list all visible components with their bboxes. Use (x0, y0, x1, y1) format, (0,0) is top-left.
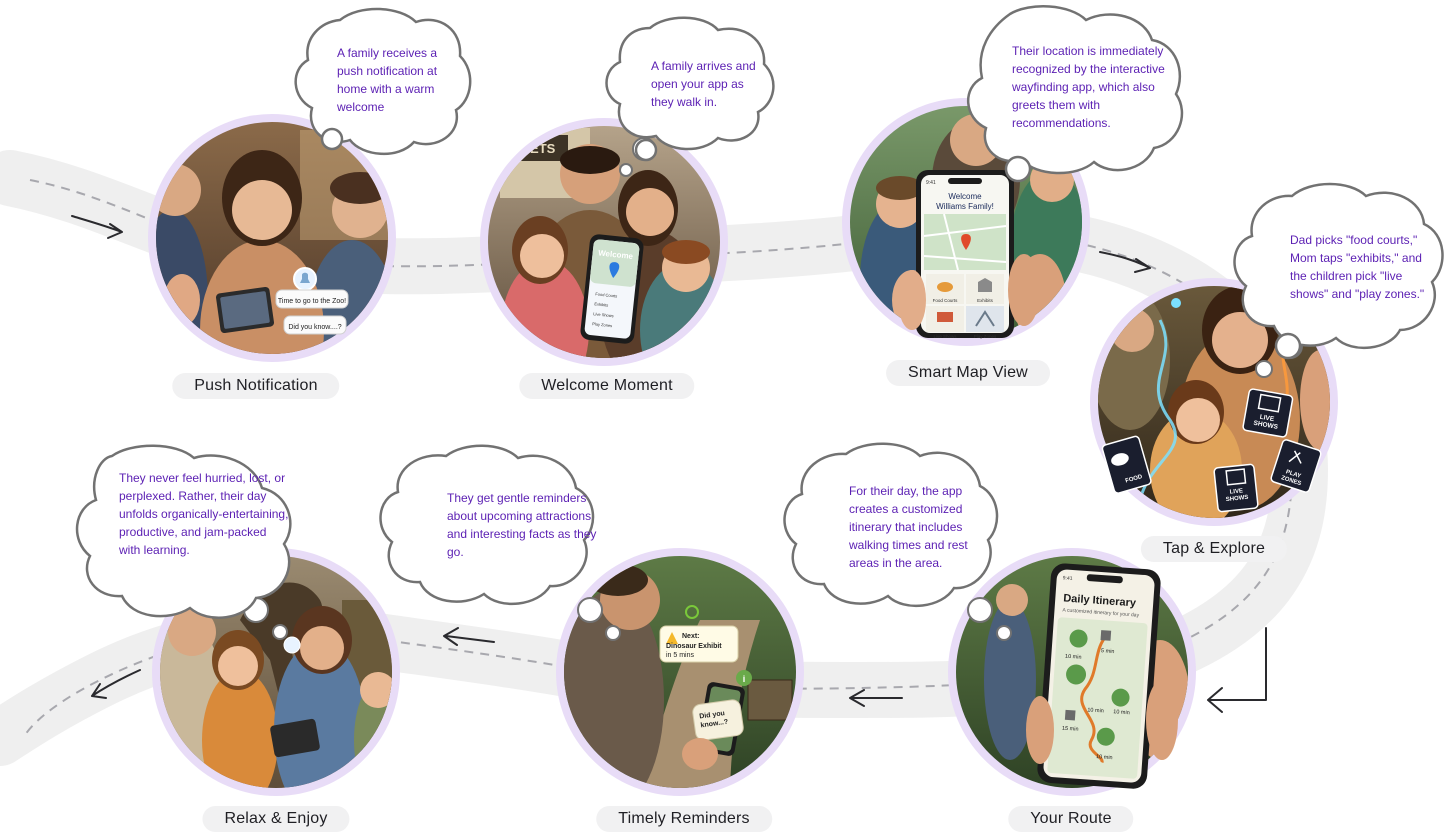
caption-relax-enjoy: They never feel hurried, lost, or perple… (119, 471, 289, 557)
direction-arrow-icon (1207, 627, 1267, 713)
fact-bubble: Did youknow...? (699, 710, 729, 730)
route-time-4: 15 min (1062, 726, 1079, 733)
card-live-shows-a: LIVESHOWS (1253, 413, 1280, 431)
card-live-shows-b: LIVESHOWS (1225, 488, 1249, 503)
caption-timely-reminders: They get gentle reminders about upcoming… (447, 491, 597, 559)
route-time-3: 10 min (1113, 709, 1130, 716)
caption-welcome-moment: A family arrives and open your app as th… (651, 59, 756, 109)
fact-text: Did you know....? (288, 324, 341, 331)
bubble-4-dot (1274, 332, 1302, 360)
info-icon: i (743, 674, 746, 684)
bubble-3 (966, 5, 1184, 175)
bubble-3-dot (1004, 155, 1032, 183)
step-label-welcome-moment: Welcome Moment (519, 373, 695, 399)
direction-arrow-icon (849, 689, 903, 707)
bubble-4 (1233, 182, 1444, 350)
menu-item-food: Food Courts (595, 291, 617, 298)
step-7-illustration (152, 548, 400, 796)
caption-smart-map-view: Their location is immediately recognized… (1012, 44, 1165, 130)
bubble-7 (75, 444, 292, 619)
direction-arrow-icon (1099, 251, 1151, 273)
bubble-1 (294, 7, 472, 156)
bubble-2 (605, 16, 775, 151)
caption-your-route: For their day, the app creates a customi… (849, 484, 968, 570)
tile-exhibits: Exhibits (977, 298, 994, 303)
itinerary-title: Daily Itinerary (1063, 592, 1137, 609)
caption-push-notification: A family receives a push notification at… (337, 46, 438, 114)
welcome-title: Welcome (598, 248, 634, 261)
step-label-relax-enjoy: Relax & Enjoy (202, 806, 350, 832)
caption-tap-explore: Dad picks "food courts," Mom taps "exhib… (1290, 233, 1425, 301)
reminder-exhibit: Dinosaur Exhibit (666, 643, 722, 650)
step-label-tap-explore: Tap & Explore (1140, 536, 1288, 562)
route-time-6: 10 min (1096, 754, 1113, 761)
tile-play-zones: Play Zones (974, 334, 997, 339)
step-5-illustration: 9:41 Daily Itinerary A customized itiner… (948, 548, 1196, 796)
bubble-2-dot (634, 138, 658, 162)
bubble-1-dot (320, 127, 344, 151)
bubble-6 (379, 444, 595, 606)
step-2-illustration: KETS Welcome F (480, 118, 728, 366)
tile-live-shows: Live Shows (933, 334, 957, 339)
menu-item-shows: Live Shows (593, 311, 614, 318)
card-food: FOOD (1125, 474, 1144, 485)
reminder-time: in 5 mins (666, 652, 695, 659)
bubble-5 (783, 442, 999, 608)
step-label-timely-reminders: Timely Reminders (596, 806, 772, 832)
direction-arrow-icon (443, 627, 495, 646)
route-time-1: 5 min (1101, 648, 1115, 655)
notification-text: Time to go to the Zoo! (278, 298, 346, 305)
step-label-your-route: Your Route (1008, 806, 1134, 832)
step-6-illustration: Next: Dinosaur Exhibit in 5 mins i Did y… (556, 548, 804, 796)
status-time: 9:41 (1063, 575, 1073, 582)
step-4-illustration: LIVESHOWS LIVESHOWS PLAYZONES FOOD (1090, 278, 1338, 526)
menu-item-exhibits: Exhibits (594, 301, 608, 307)
menu-item-play: Play Zones (592, 321, 612, 328)
tile-food-courts: Food Courts (933, 298, 959, 303)
reminder-next: Next: (682, 633, 700, 640)
itinerary-subtitle: A customized itinerary for your day (1062, 607, 1139, 618)
route-time-5: 10 min (1087, 707, 1104, 714)
route-time-2: 10 min (1065, 654, 1082, 661)
direction-arrow-icon (71, 215, 123, 239)
step-label-smart-map-view: Smart Map View (886, 360, 1050, 386)
step-label-push-notification: Push Notification (172, 373, 340, 399)
status-time: 9:41 (926, 180, 936, 186)
direction-arrow-icon (91, 669, 141, 699)
